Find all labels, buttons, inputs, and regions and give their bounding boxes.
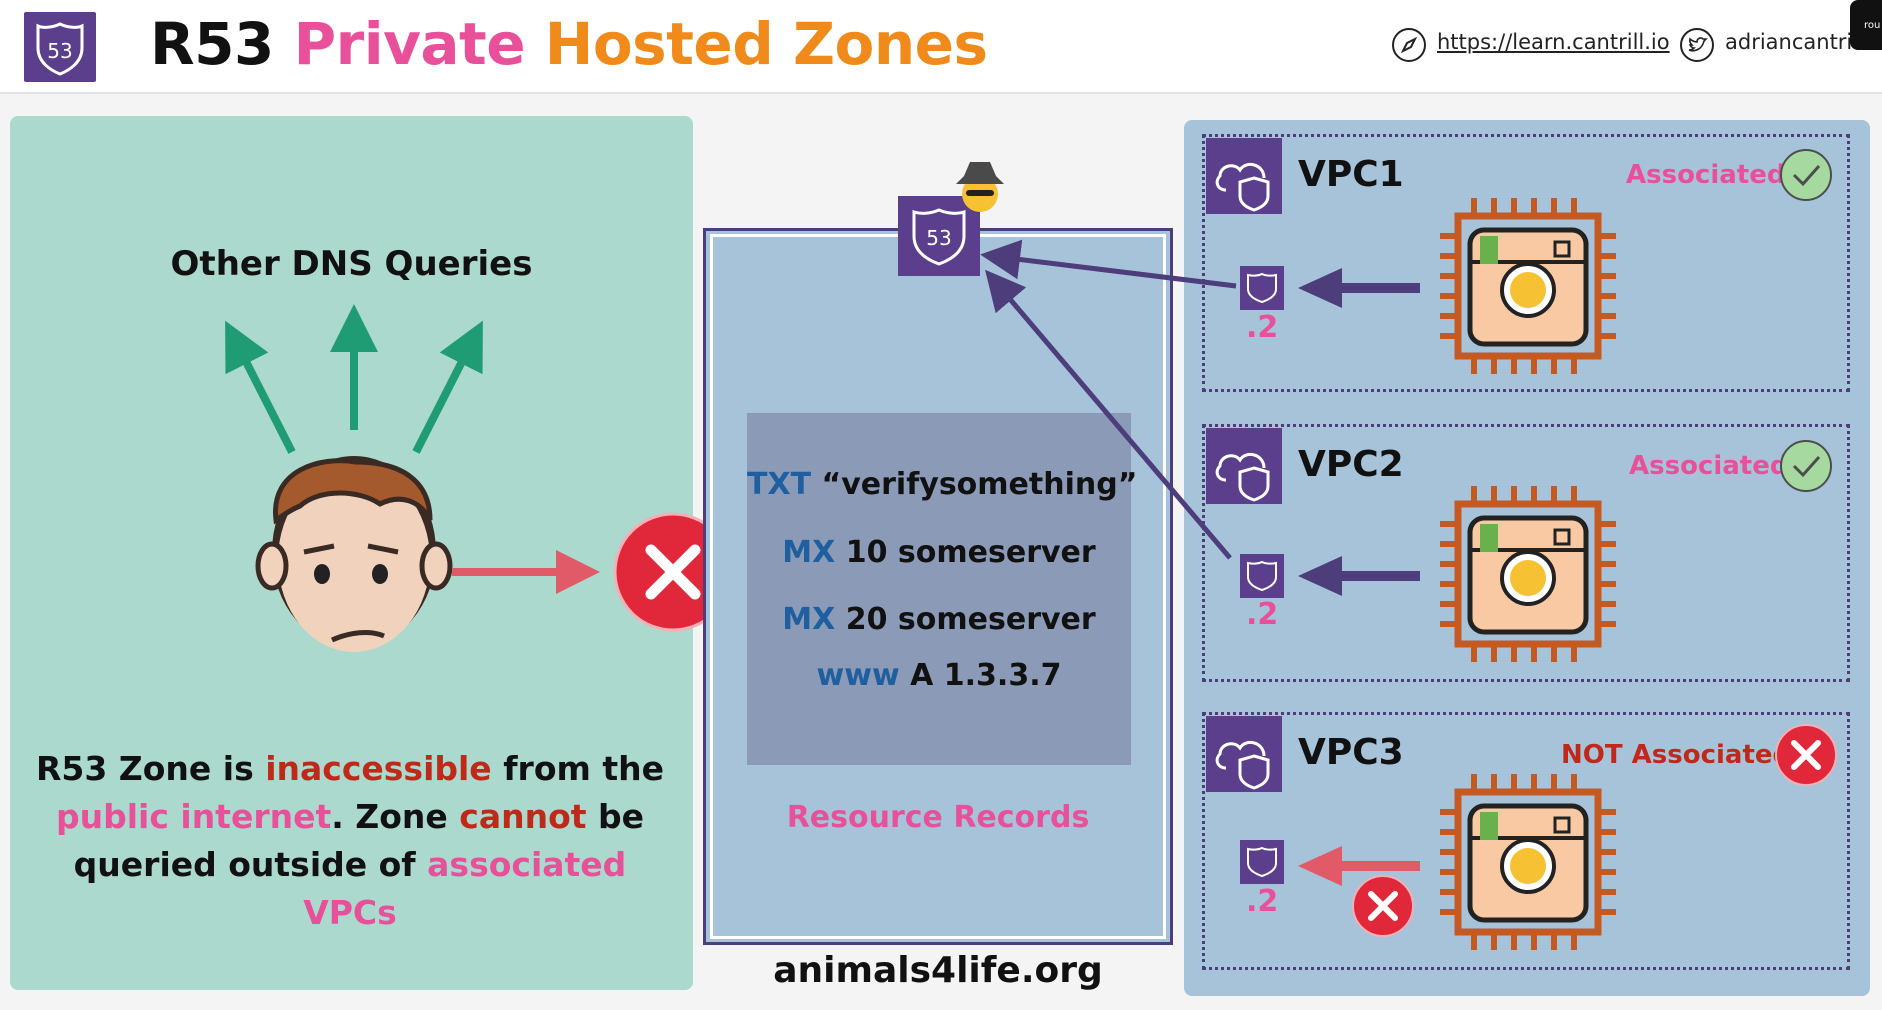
record-txt: TXT “verifysomething”	[747, 467, 1138, 502]
route53-logo-icon: 53	[24, 12, 96, 82]
zone-domain-label: animals4life.org	[773, 950, 1103, 991]
vpc2-resolver-ip: .2	[1246, 597, 1279, 632]
vpc1-box	[1202, 134, 1850, 392]
record-mx-10: MX 10 someserver	[782, 535, 1096, 570]
corner-tab[interactable]: rou	[1850, 0, 1882, 50]
caption-text: R53 Zone is inaccessible from the public…	[35, 749, 665, 932]
twitter-handle[interactable]: adriancantrill	[1725, 30, 1864, 54]
vpc3-cross-icon	[1775, 724, 1837, 786]
vpc1-check-icon	[1780, 149, 1832, 201]
ec2-chip-icon	[1454, 788, 1602, 936]
ec2-chip-icon	[1454, 500, 1602, 648]
vpc2-box	[1202, 424, 1850, 682]
other-dns-queries-label: Other DNS Queries	[170, 244, 533, 284]
vpc2-status: Associated	[1629, 451, 1789, 481]
vpc3-box	[1202, 712, 1850, 970]
svg-text:53: 53	[926, 226, 951, 250]
spy-icon	[956, 162, 1004, 212]
vpc3-resolver-ip: .2	[1246, 884, 1279, 919]
resource-records-box	[747, 413, 1131, 765]
vpc3-blocked-cross-icon	[1352, 875, 1414, 937]
header-bar: 53 R53 Private Hosted Zones https://lear…	[0, 0, 1882, 94]
vpc3-status: NOT Associated	[1561, 740, 1792, 770]
vpc1-name: VPC1	[1298, 154, 1404, 195]
vpc1-status: Associated	[1626, 160, 1786, 190]
vpc2-name: VPC2	[1298, 444, 1404, 485]
ec2-chip-icon	[1454, 212, 1602, 360]
query-arrow-left	[225, 320, 296, 454]
website-link[interactable]: https://learn.cantrill.io	[1437, 30, 1670, 54]
person-face-icon	[255, 456, 453, 652]
svg-text:53: 53	[47, 39, 72, 63]
vpc2-check-icon	[1780, 440, 1832, 492]
vpc3-name: VPC3	[1298, 732, 1404, 773]
page-title: R53 Private Hosted Zones	[150, 10, 988, 78]
route53-zone-icon: 53	[898, 196, 980, 276]
twitter-icon	[1680, 28, 1714, 62]
resource-records-label: Resource Records	[786, 800, 1090, 835]
record-www: www A 1.3.3.7	[816, 658, 1062, 693]
compass-icon	[1392, 28, 1426, 62]
vpc1-resolver-ip: .2	[1246, 310, 1279, 345]
query-arrow-right	[412, 320, 483, 454]
record-mx-20: MX 20 someserver	[782, 602, 1096, 637]
